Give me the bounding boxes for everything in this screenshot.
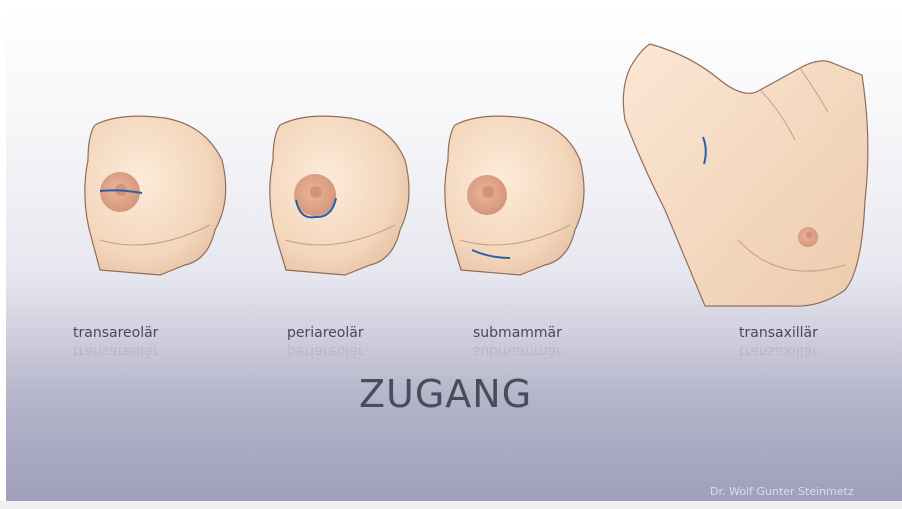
label-periareolar: periareolär bbox=[287, 325, 364, 341]
breast-transareolar bbox=[85, 116, 226, 275]
label-reflection: periareolär bbox=[287, 343, 364, 359]
nipple bbox=[806, 232, 813, 239]
label-reflection: transareolär bbox=[73, 343, 158, 359]
author-credit: Dr. Wolf Gunter Steinmetz bbox=[710, 485, 854, 498]
label-transareolar: transareolär bbox=[73, 325, 158, 341]
slide-title: ZUGANG bbox=[359, 372, 532, 416]
torso-transaxillar bbox=[623, 44, 868, 306]
label-reflection: transaxillär bbox=[739, 343, 818, 359]
nipple bbox=[482, 186, 494, 198]
label-reflection: submammär bbox=[473, 343, 562, 359]
nipple bbox=[310, 186, 322, 198]
breast-periareolar bbox=[270, 116, 409, 275]
label-transaxillar: transaxillär bbox=[739, 325, 818, 341]
breast-submammar bbox=[445, 116, 584, 275]
label-submammar: submammär bbox=[473, 325, 562, 341]
